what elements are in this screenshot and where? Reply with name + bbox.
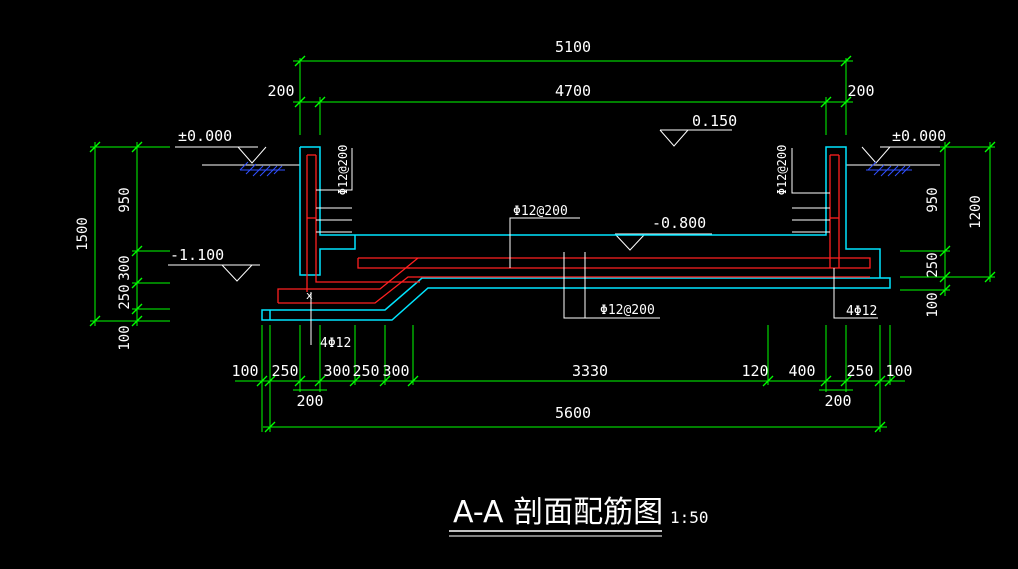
dim-bottom-seg-2: 250	[271, 362, 298, 380]
dim-left-300: 300	[117, 255, 133, 280]
dim-bottom-seg-3: 300	[323, 362, 350, 380]
rebar-slab-bottom: Φ12@200	[600, 303, 655, 318]
rebar-slab-top: Φ12@200	[513, 204, 568, 219]
dim-right-total: 1200	[968, 195, 984, 229]
rebar-cross-mark: x	[306, 289, 313, 302]
elev-right-ground: ±0.000	[892, 127, 946, 145]
elev-pit-floor: -1.100	[170, 246, 224, 264]
ground-level-left	[175, 146, 300, 177]
dim-left-wall-top: 200	[267, 82, 294, 100]
dim-bottom-seg-10: 100	[885, 362, 912, 380]
dim-bottom-right-wall: 200	[824, 392, 851, 410]
elev-top-of-wall: 0.150	[692, 112, 737, 130]
dim-right-950: 950	[925, 187, 941, 212]
dim-right-100: 100	[925, 292, 941, 317]
dim-bottom-left-wall: 200	[296, 392, 323, 410]
drawing-title: A-A 剖面配筋图	[453, 495, 663, 530]
rebar-right-wall: Φ12@200	[775, 145, 789, 196]
rebar-left-wall: Φ12@200	[336, 145, 350, 196]
dim-overall-top: 5100	[555, 38, 591, 56]
dim-left-100: 100	[117, 325, 133, 350]
concrete-outline	[261, 146, 891, 321]
dim-bottom-seg-1: 100	[231, 362, 258, 380]
rebar-layout	[277, 154, 871, 304]
floor-level-marker	[614, 233, 712, 251]
dim-bottom-seg-8: 400	[788, 362, 815, 380]
left-dimensions	[89, 141, 170, 327]
ground-level-right	[846, 146, 940, 177]
dim-bottom-seg-7: 120	[741, 362, 768, 380]
dim-left-250: 250	[117, 284, 133, 309]
bottom-dimensions	[235, 325, 905, 433]
dim-bottom-seg-6: 3330	[572, 362, 608, 380]
dim-bottom-seg-4: 250	[352, 362, 379, 380]
dim-bottom-seg-5: 300	[382, 362, 409, 380]
dim-inner-top: 4700	[555, 82, 591, 100]
dim-bottom-seg-9: 250	[846, 362, 873, 380]
pit-floor-marker	[168, 264, 260, 282]
rebar-left-corner: 4Φ12	[320, 336, 351, 351]
dim-right-250: 250	[925, 252, 941, 277]
dim-bottom-overall: 5600	[555, 404, 591, 422]
rebar-leaders: x	[306, 148, 878, 345]
elev-left-ground: ±0.000	[178, 127, 232, 145]
drawing-scale: 1:50	[670, 508, 709, 527]
dim-left-950: 950	[117, 187, 133, 212]
top-dimensions	[293, 55, 853, 135]
dim-right-wall-top: 200	[847, 82, 874, 100]
top-of-wall-marker	[659, 129, 732, 147]
elev-floor: -0.800	[652, 214, 706, 232]
dim-left-total: 1500	[75, 217, 91, 251]
rebar-right-corner: 4Φ12	[846, 304, 877, 319]
